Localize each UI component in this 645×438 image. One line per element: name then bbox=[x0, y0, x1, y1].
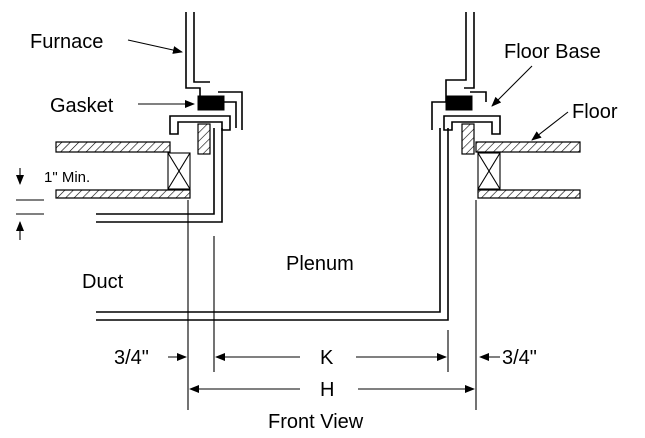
right-gasket bbox=[445, 95, 473, 111]
dimension-extension-lines bbox=[187, 200, 477, 410]
left-floor-boards bbox=[55, 141, 191, 199]
right-furnace-flange bbox=[431, 12, 487, 130]
plenum-label: Plenum bbox=[286, 253, 354, 275]
leader-lines bbox=[127, 39, 569, 141]
duct-label: Duct bbox=[82, 271, 124, 293]
left-furnace-flange bbox=[185, 12, 243, 130]
right-wood-block bbox=[461, 123, 475, 155]
h-label: H bbox=[320, 379, 334, 401]
floor-base-label: Floor Base bbox=[504, 41, 601, 63]
left-gasket bbox=[197, 95, 225, 111]
gasket-label: Gasket bbox=[50, 95, 114, 117]
caption-label: Front View bbox=[268, 411, 364, 433]
left-offset-label: 3/4" bbox=[114, 347, 149, 369]
min-clearance-marker bbox=[16, 168, 44, 240]
furnace-label: Furnace bbox=[30, 31, 103, 53]
left-plenum-wall bbox=[96, 128, 223, 223]
right-offset-label: 3/4" bbox=[502, 347, 537, 369]
right-plenum-wall bbox=[96, 128, 449, 321]
right-floor-base bbox=[443, 115, 501, 135]
floor-label: Floor bbox=[572, 101, 618, 123]
left-wood-block bbox=[197, 123, 211, 155]
right-floor-boards bbox=[475, 141, 581, 199]
k-label: K bbox=[320, 347, 334, 369]
min-clearance-label: 1" Min. bbox=[44, 169, 90, 186]
